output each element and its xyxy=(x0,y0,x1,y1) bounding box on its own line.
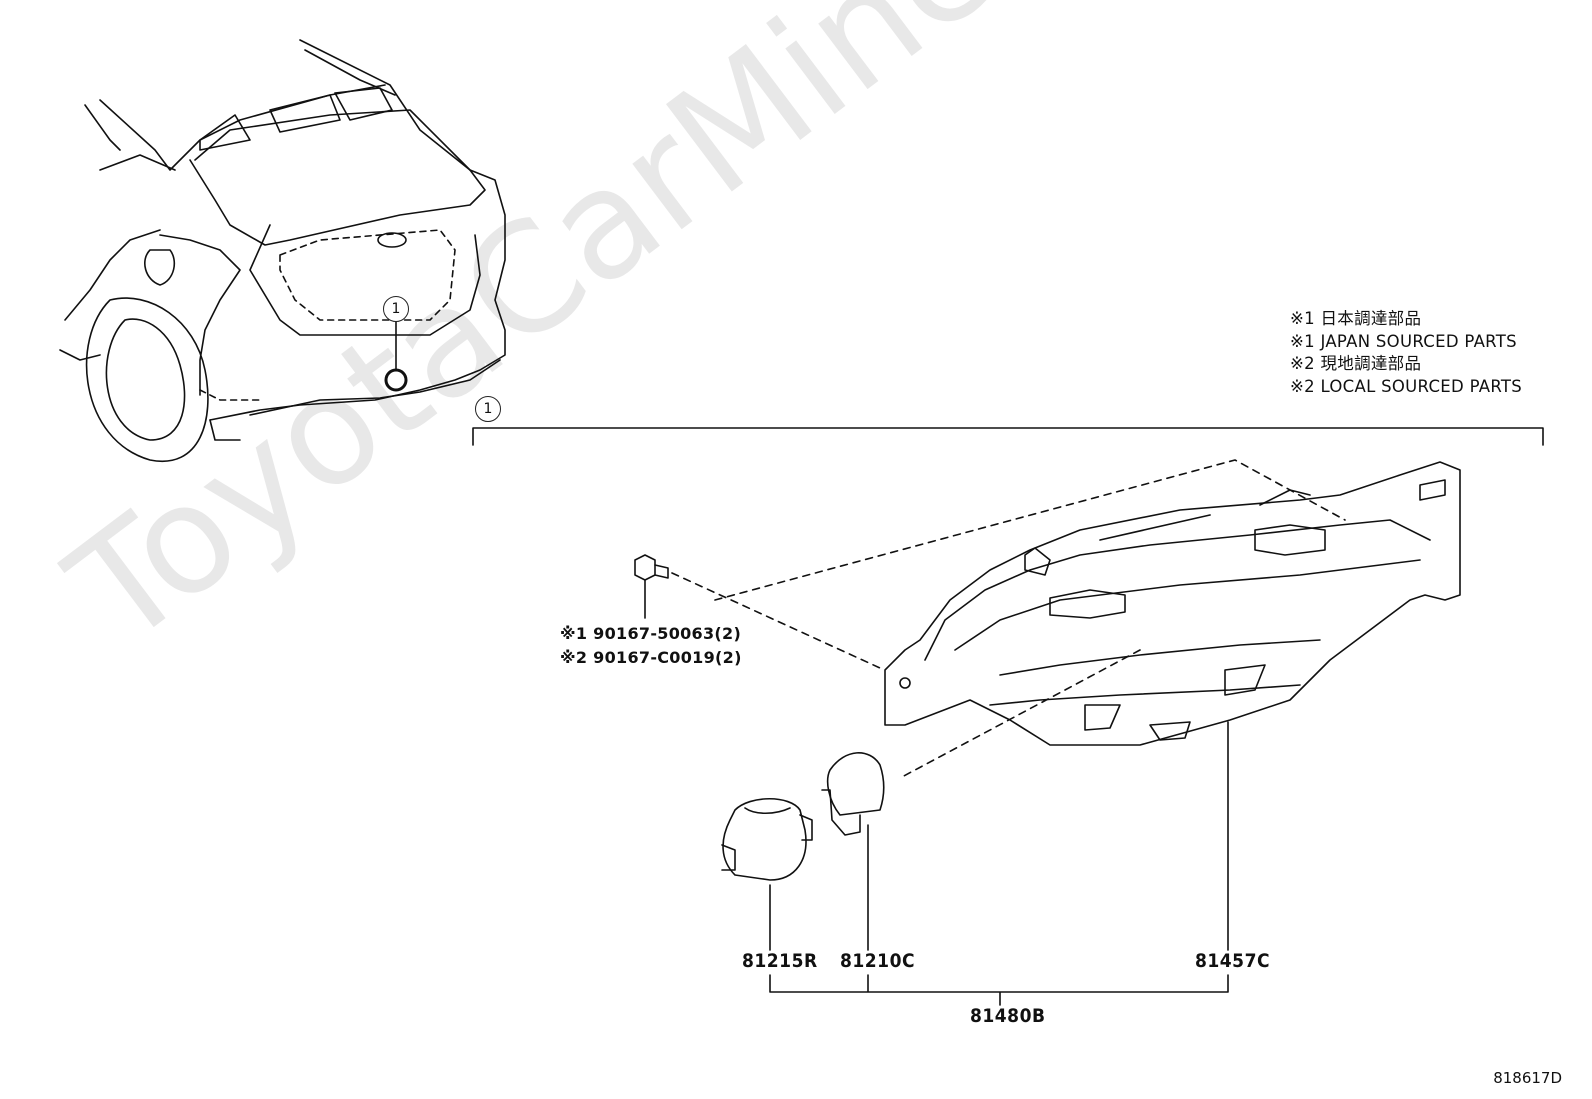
illustration-id: 818617D xyxy=(1493,1069,1562,1087)
leader-lines xyxy=(671,459,1346,779)
assembly-callout: 1 xyxy=(475,396,501,422)
part-number-bulb[interactable]: 81210C xyxy=(840,950,916,972)
screw-label-1: ※1 90167-50063(2) xyxy=(560,624,742,643)
sourcing-legend: ※1 日本調達部品 ※1 JAPAN SOURCED PARTS ※2 現地調達… xyxy=(1290,308,1522,398)
vehicle-callout: 1 xyxy=(383,296,409,322)
part-number-socket[interactable]: 81215R xyxy=(742,950,818,972)
legend-line-1: ※1 日本調達部品 xyxy=(1290,309,1422,328)
part-number-lens[interactable]: 81457C xyxy=(1195,950,1271,972)
socket-illustration xyxy=(721,798,813,951)
assembly-bottom-bracket xyxy=(769,974,1229,1006)
lamp-housing-illustration xyxy=(884,461,1461,746)
screw-label-2: ※2 90167-C0019(2) xyxy=(560,648,742,667)
legend-line-3: ※2 現地調達部品 xyxy=(1290,354,1422,373)
vehicle-rear-illustration xyxy=(59,39,506,463)
legend-line-4: ※2 LOCAL SOURCED PARTS xyxy=(1290,376,1523,396)
legend-line-2: ※1 JAPAN SOURCED PARTS xyxy=(1290,331,1517,351)
screw-illustration xyxy=(634,554,669,619)
bulb-illustration xyxy=(821,752,885,951)
assembly-bracket xyxy=(472,427,1544,446)
part-number-assembly[interactable]: 81480B xyxy=(970,1005,1046,1027)
